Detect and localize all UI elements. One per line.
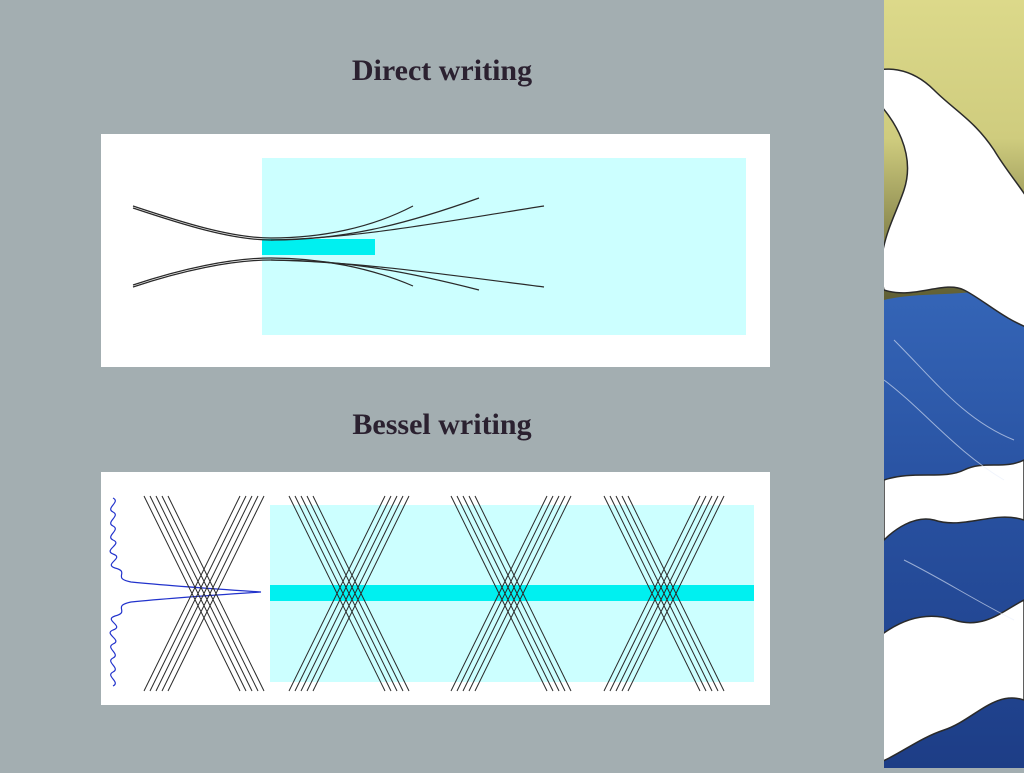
bessel-writing-diagram xyxy=(101,472,770,705)
gaussian-beam-lines xyxy=(132,197,545,291)
cone-ray xyxy=(312,495,410,692)
streak xyxy=(883,379,1005,481)
bessel-beam-cones xyxy=(143,495,725,692)
cone-ray xyxy=(468,495,566,692)
written-waveguide xyxy=(270,585,754,601)
cone-ray xyxy=(167,495,265,692)
cone-ray xyxy=(603,495,701,692)
cone-ray xyxy=(621,495,719,692)
cone-ray xyxy=(143,495,241,692)
beam-lower-edge-3 xyxy=(270,259,545,288)
bessel-writing-svg xyxy=(109,495,754,692)
foam-crest-middle xyxy=(883,459,1024,542)
beam-lower-edge xyxy=(132,257,414,287)
beam-upper-edge-3 xyxy=(270,205,545,241)
cone-ray xyxy=(288,495,386,692)
great-wave-decoration xyxy=(852,0,1024,769)
direct-writing-title: Direct writing xyxy=(351,54,533,87)
cone-ray xyxy=(474,495,572,692)
wave-illustration xyxy=(852,0,1024,769)
foam-crest-top xyxy=(852,68,1024,327)
streak xyxy=(903,559,1015,621)
cone-ray xyxy=(300,495,398,692)
cone-ray xyxy=(462,495,560,692)
cone-ray xyxy=(456,495,554,692)
bessel-intensity-profile xyxy=(109,497,262,687)
cone-ray xyxy=(294,495,392,692)
beam-upper-edge xyxy=(132,205,414,239)
water-streaks xyxy=(883,339,1015,621)
wave-foam xyxy=(852,68,1024,769)
foam-crest-bottom xyxy=(863,599,1024,769)
cone-ray xyxy=(149,495,247,692)
cone-ray xyxy=(627,495,725,692)
direct-writing-svg xyxy=(132,158,746,335)
written-waveguide xyxy=(262,239,375,255)
cone-ray xyxy=(615,495,713,692)
cone-ray xyxy=(609,495,707,692)
streak xyxy=(893,339,1015,441)
cone-ray xyxy=(306,495,404,692)
direct-writing-diagram xyxy=(101,134,770,367)
cone-ray xyxy=(155,495,253,692)
bessel-writing-title: Bessel writing xyxy=(352,408,532,441)
cone-ray xyxy=(161,495,259,692)
cone-ray xyxy=(450,495,548,692)
